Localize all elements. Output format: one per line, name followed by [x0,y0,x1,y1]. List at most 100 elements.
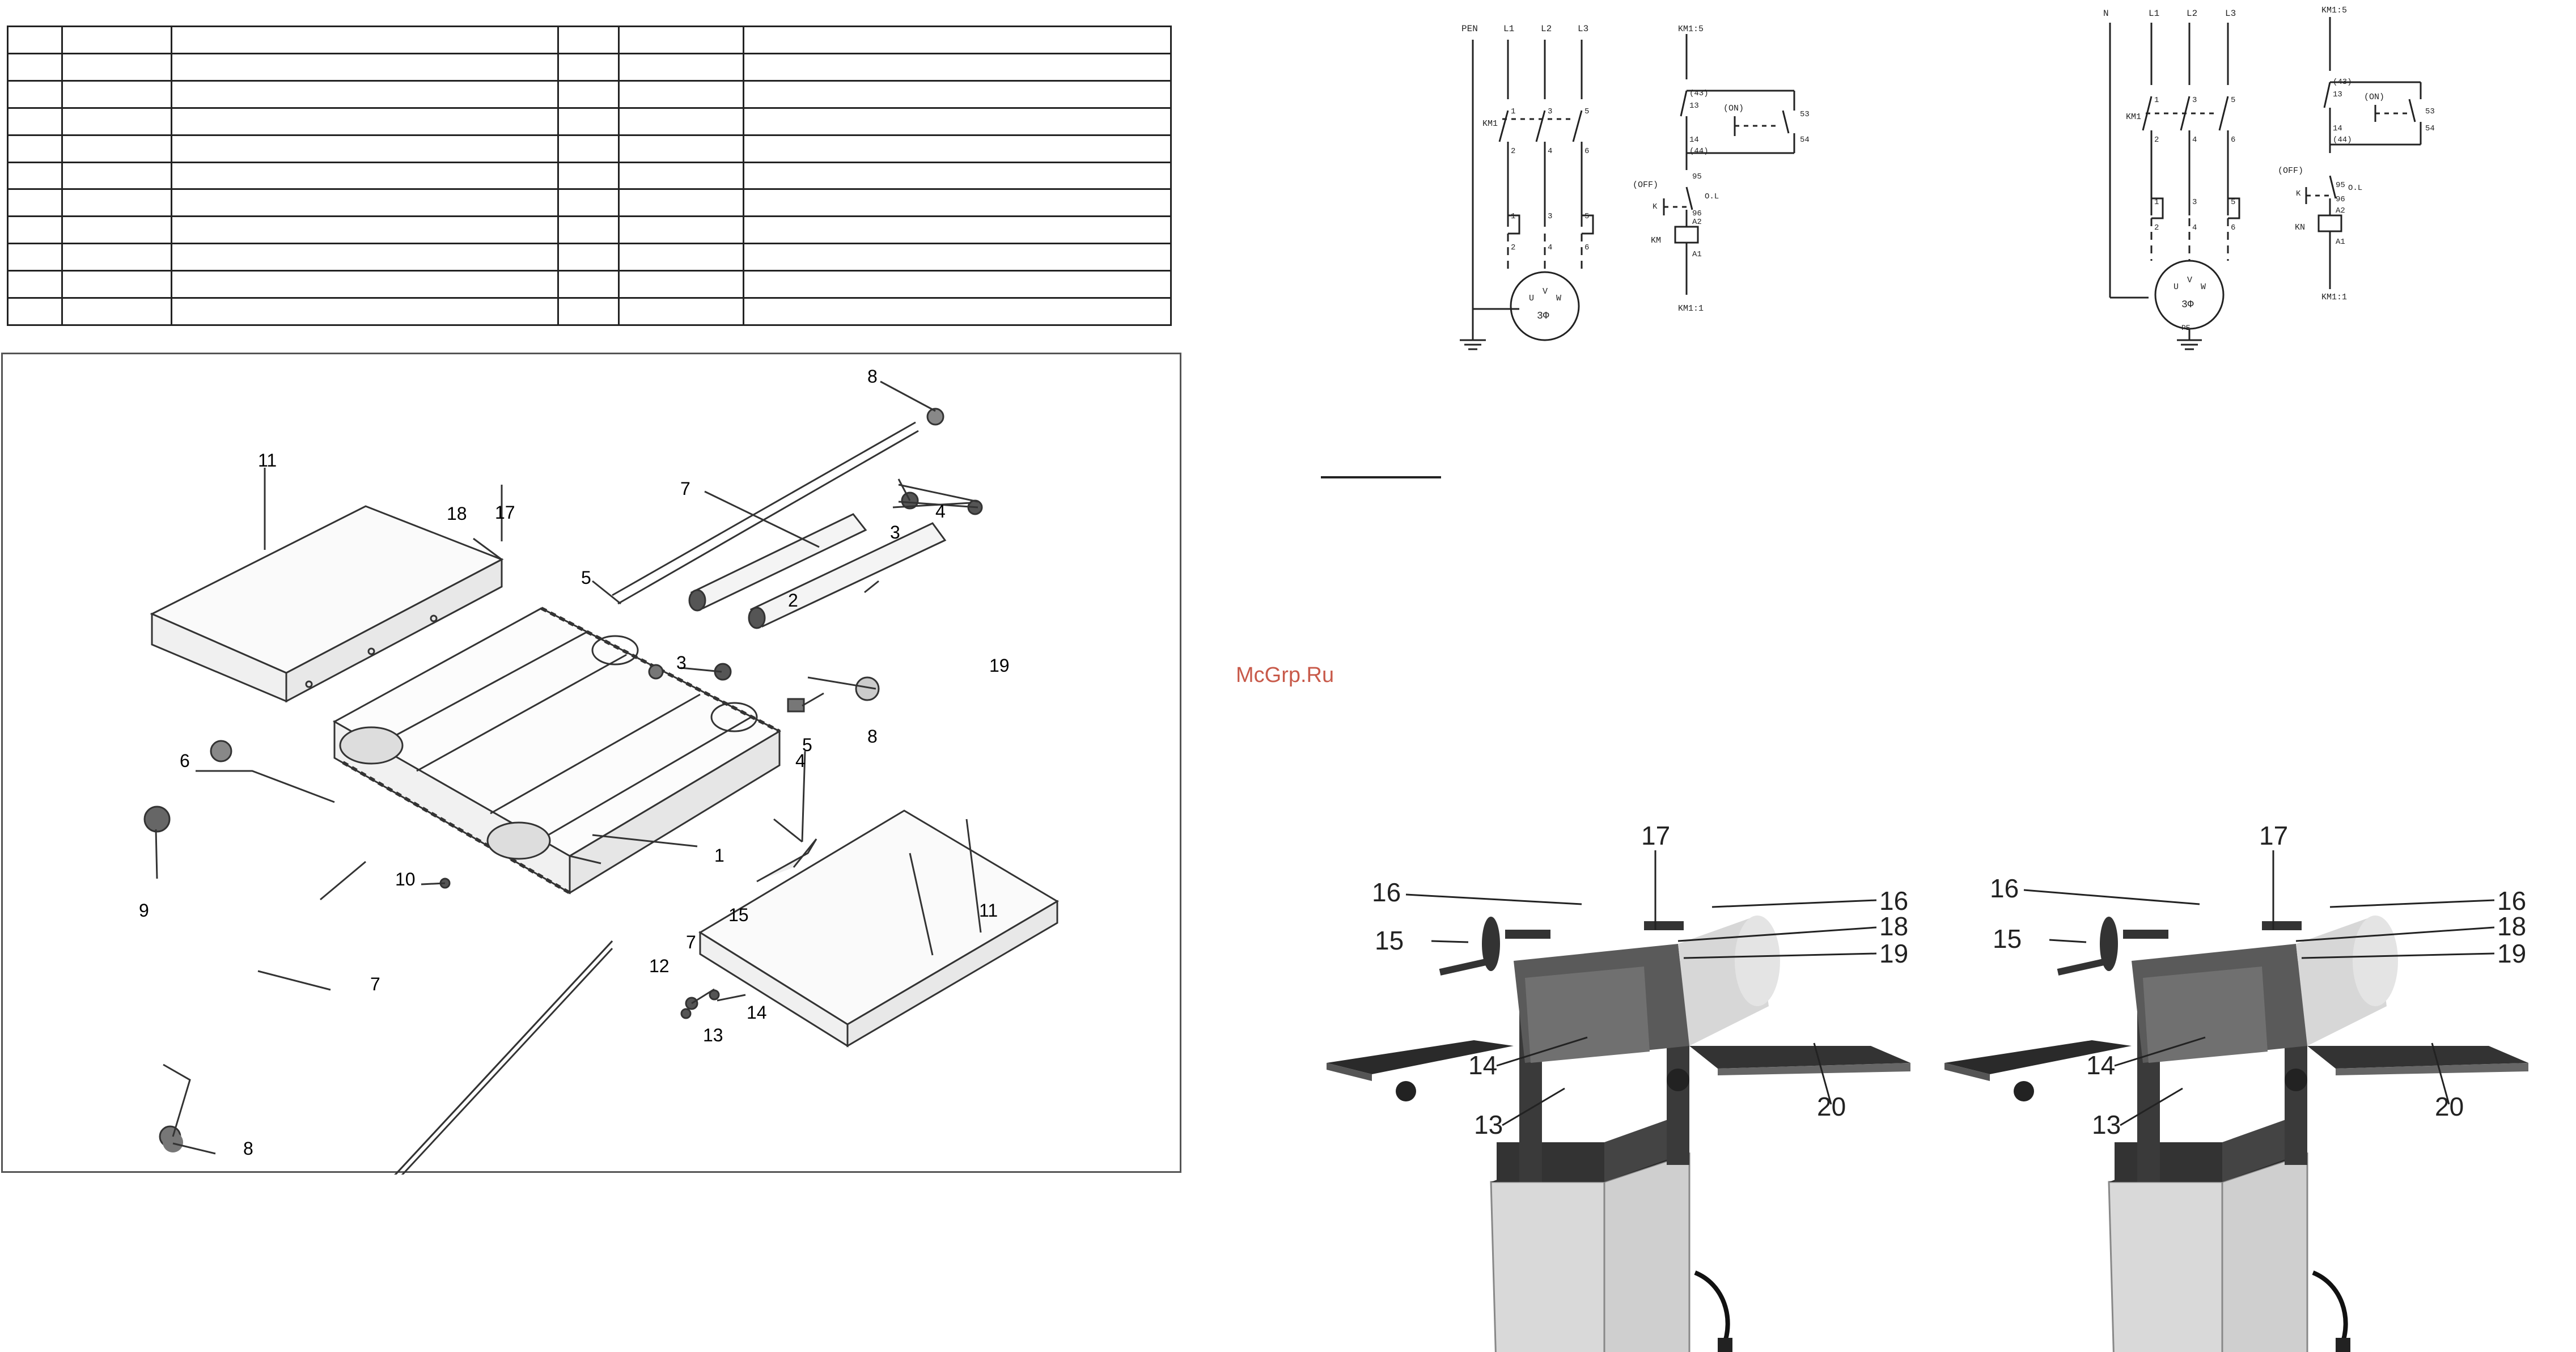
photo-callout: 16 [2497,886,2526,916]
photo-callout: 17 [2259,821,2288,850]
table-row [7,297,1172,326]
off-button-label: (OFF) [2278,166,2303,176]
callout-label: 3 [890,522,900,543]
table-cell [557,52,620,82]
control-label: KM1:1 [1678,304,1704,313]
callout-label: 8 [867,366,878,387]
on-terminal: 53 [2425,107,2435,116]
table-cell [557,188,620,218]
off-terminal: 96 [1692,209,1702,218]
off-terminal: 96 [2336,195,2345,204]
machine-photo-right [1944,916,2528,1352]
table-cell [743,134,1172,163]
schematic-a-power [1460,40,1594,350]
table-cell [61,161,172,190]
table-row [7,243,1172,272]
table-cell [7,107,63,136]
table-cell [618,107,744,136]
terminal-label: 6 [1584,243,1589,252]
table-cell [61,297,172,326]
contactor-label: KM1 [1482,119,1498,129]
terminal-label: 6 [1584,147,1589,156]
control-label: KM1:5 [2321,6,2347,15]
table-cell [7,270,63,299]
callout-label: 2 [788,590,798,611]
terminal-label: 2 [1511,147,1515,156]
table-row [7,188,1172,218]
photo-callout: 19 [2497,939,2526,968]
table-cell [171,297,559,326]
terminal-label: 4 [1548,147,1552,156]
terminal-label: 4 [1548,243,1552,252]
table-cell [557,107,620,136]
off-terminal: K [2296,189,2301,198]
motor-label: W [1556,294,1561,303]
aux-label: 14 [1689,135,1699,145]
on-button-label: (ON) [1723,104,1744,113]
table-cell [618,79,744,109]
table-cell [557,161,620,190]
callout-label: 1 [714,845,724,866]
terminal-label: 2 [1511,243,1515,252]
terminal-label: 1 [1511,107,1515,116]
photo-callout: 14 [1468,1050,1497,1080]
motor-label: U [2174,282,2179,292]
photo-callout: 16 [1372,878,1401,907]
callout-label: 10 [395,869,416,889]
table-cell [7,26,63,54]
off-terminal: 95 [1692,172,1702,181]
terminal-label: 5 [2231,96,2235,105]
table-cell [61,243,172,272]
terminal-label: 2 [2154,223,2159,232]
table-cell [171,52,559,82]
photo-callout: 13 [1474,1110,1503,1139]
photo-callout: 14 [2086,1050,2115,1080]
table-cell [557,297,620,326]
table-cell [618,134,744,163]
table-cell [618,52,744,82]
table-cell [7,161,63,190]
callout-label: 6 [180,751,190,771]
rod-lower [401,947,613,1175]
photo-callout: 19 [1879,939,1908,968]
table-cell [171,270,559,299]
feed-rollers [688,513,947,629]
callout-label: 8 [867,726,878,747]
line-label: L3 [2225,9,2236,19]
table-cell [171,134,559,163]
table-cell [743,79,1172,109]
table-cell [171,243,559,272]
callout-label: 4 [795,751,806,771]
callout-label: 5 [802,735,812,755]
aux-label: 13 [2333,90,2342,99]
table-cell [743,52,1172,82]
table-cell [743,297,1172,326]
photo-callout: 17 [1641,821,1670,850]
on-terminal: 54 [2425,124,2435,133]
off-button-label: (OFF) [1633,180,1658,190]
motor-label: 3Φ [1537,311,1549,322]
callout-label: 5 [581,567,591,588]
table-cell [743,107,1172,136]
table-cell [618,188,744,218]
coil-terminal: A1 [1692,250,1702,259]
aux-label: (43) [2333,78,2352,87]
off-terminal: O.L [2348,184,2362,193]
table-cell [618,297,744,326]
rod-upper [612,421,916,596]
callout-label: 7 [370,974,380,994]
coil-terminal: A2 [2336,206,2345,215]
aux-label: (43) [1689,89,1709,98]
on-button-label: (ON) [2364,92,2384,102]
table-cell [61,134,172,163]
main-frame [332,607,782,895]
aux-label: 13 [1689,101,1699,111]
schematic-a-control [1663,34,1795,295]
photo-callout: 16 [1879,886,1908,916]
callout-label: 17 [495,502,515,523]
terminal-label: 3 [2192,198,2197,207]
table-cell [61,270,172,299]
terminal-label: 4 [2192,135,2197,145]
